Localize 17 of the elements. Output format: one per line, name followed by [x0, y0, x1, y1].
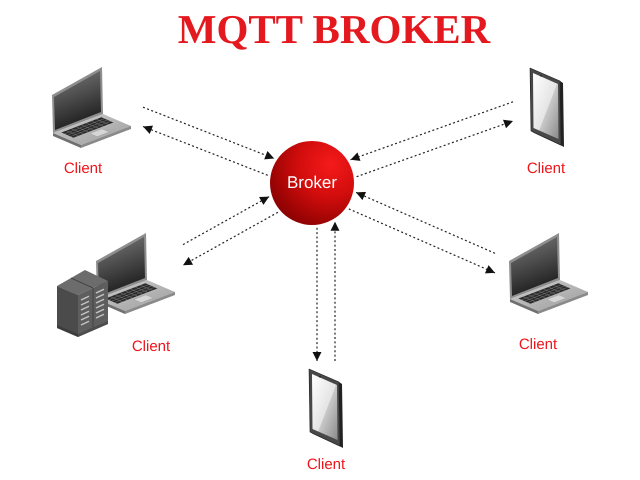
diagram-title: MQTT BROKER [176, 9, 492, 50]
dashed-arrow [350, 101, 514, 161]
dashed-arrow [330, 222, 340, 361]
node-label: Client [518, 336, 558, 354]
dashed-arrow [142, 126, 268, 176]
node-label: Client [526, 160, 566, 178]
dashed-arrow [312, 228, 322, 361]
dashed-arrow [348, 208, 496, 274]
dashed-arrow [182, 212, 278, 266]
node-label: Client [64, 160, 102, 178]
dashed-arrow [142, 106, 274, 160]
node-label: Client [132, 338, 170, 356]
node-label: Broker [286, 172, 338, 194]
dashed-arrow [182, 196, 270, 246]
node-label: Client [306, 456, 346, 474]
dashed-arrow [356, 120, 514, 178]
dashed-arrow [356, 192, 496, 254]
